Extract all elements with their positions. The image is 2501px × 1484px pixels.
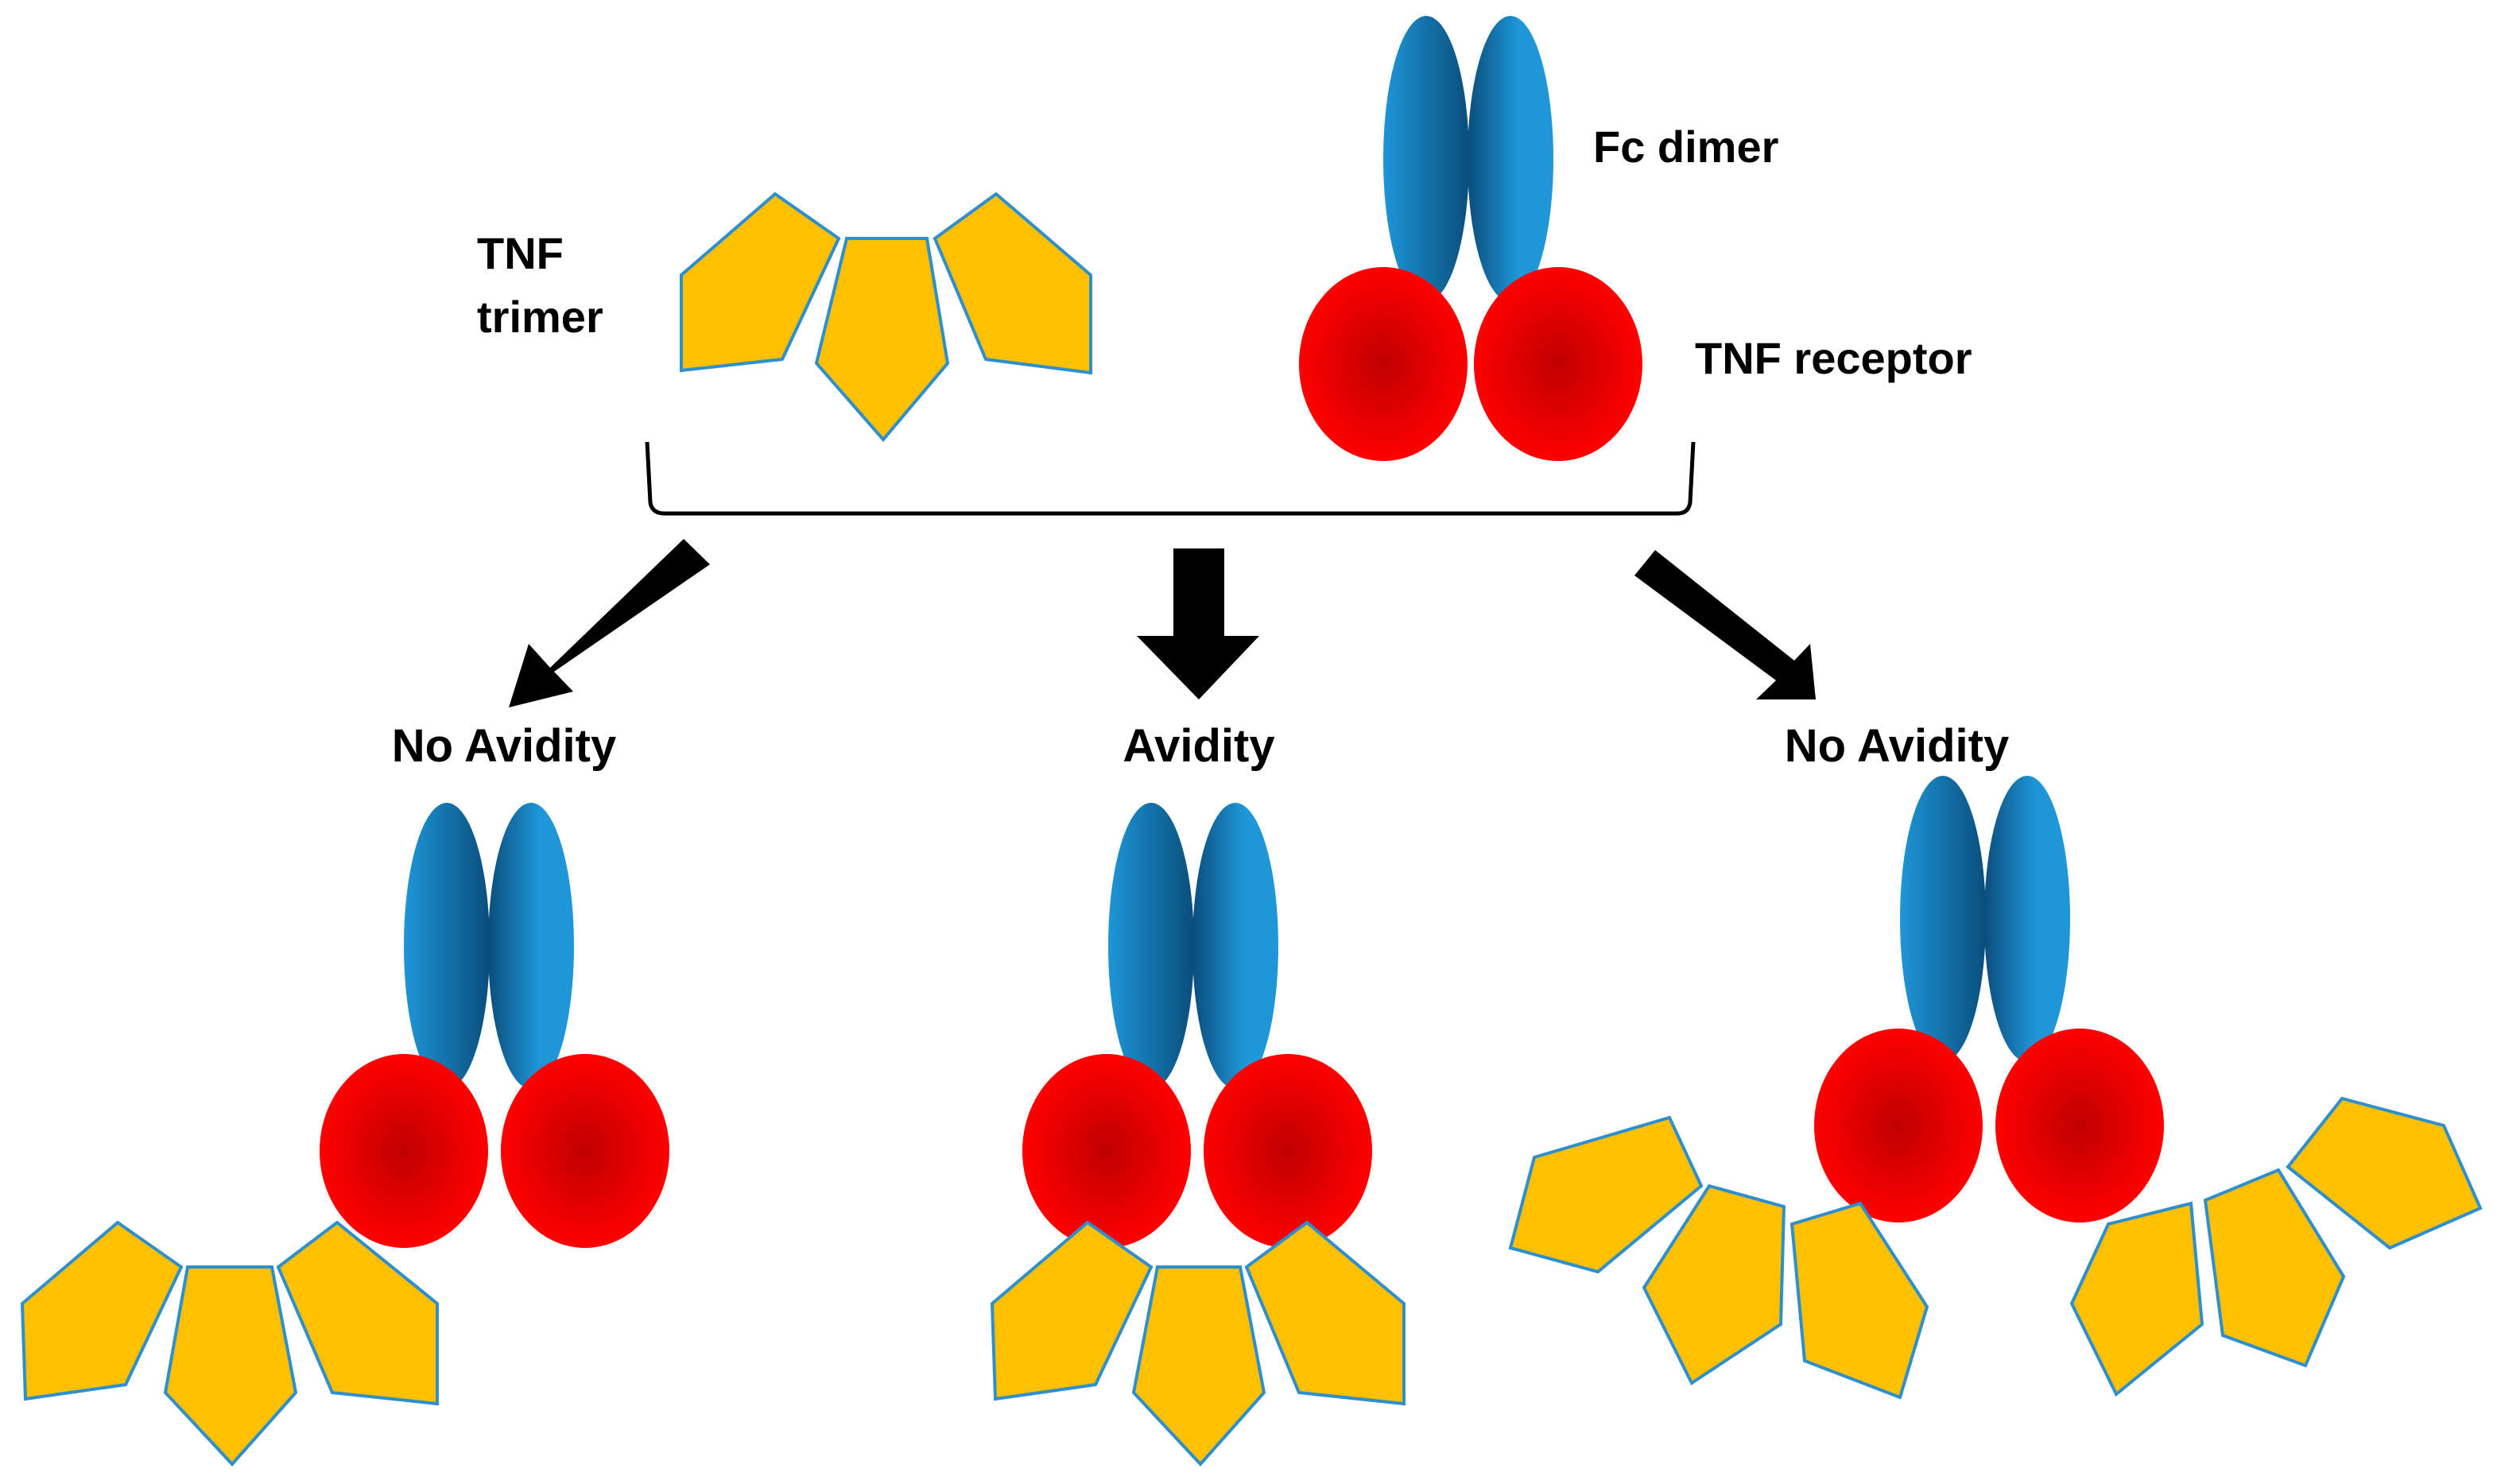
tnf-receptor — [1022, 1054, 1191, 1248]
tnf-trimer — [20, 1220, 439, 1467]
fc-domain — [1108, 803, 1194, 1089]
tnf-subunit — [2203, 1168, 2346, 1368]
arrow-center — [1137, 548, 1259, 699]
tnf-subunit — [1508, 1115, 1704, 1274]
tnf-trimer — [2069, 1096, 2483, 1397]
complex-right — [1508, 776, 2483, 1400]
tnf-receptor — [1995, 1029, 2164, 1222]
outcome-label-right: No Avidity — [1785, 720, 2010, 772]
tnf-subunit — [1789, 1201, 1929, 1400]
tnf-subunit — [1642, 1184, 1786, 1385]
combine-bracket — [645, 441, 1696, 516]
tnf-receptor — [501, 1054, 669, 1248]
tnf-trimer-label-line1: TNF — [477, 228, 564, 278]
fc-domain — [488, 803, 574, 1089]
tnf-receptor — [1474, 267, 1642, 461]
tnf-subunit — [1244, 1220, 1406, 1406]
fc-domain — [1383, 16, 1469, 302]
tnf-subunit — [814, 237, 950, 443]
fc-domain — [1192, 803, 1278, 1089]
tnf-subunit — [276, 1220, 439, 1406]
complex-left — [20, 803, 669, 1467]
fc-receptor-complex — [1299, 16, 1642, 461]
fc-domain — [1468, 16, 1553, 302]
tnf-subunit — [163, 1265, 298, 1467]
tnf-receptor-label: TNF receptor — [1695, 333, 1972, 383]
outcome-label-left: No Avidity — [392, 720, 617, 772]
tnf-trimer — [680, 192, 1092, 443]
tnf-receptor — [1814, 1029, 1983, 1222]
tnf-receptor — [1299, 267, 1468, 461]
fc-dimer-label: Fc dimer — [1593, 122, 1778, 172]
tnf-subunit — [990, 1220, 1154, 1401]
complex-center — [990, 803, 1406, 1467]
tnf-subunit — [2286, 1096, 2483, 1250]
tnf-subunit — [2069, 1201, 2204, 1397]
arrow-right — [1634, 550, 1816, 699]
tnf-subunit — [933, 192, 1092, 375]
tnf-subunit — [680, 192, 841, 373]
tnf-subunit — [20, 1220, 184, 1401]
arrow-left — [509, 539, 710, 707]
tnf-subunit — [1131, 1265, 1266, 1467]
fc-domain — [404, 803, 490, 1089]
tnf-trimer-label-line2: trimer — [477, 292, 603, 342]
tnf-receptor — [1204, 1054, 1372, 1248]
fc-domain — [1900, 776, 1986, 1062]
fc-domain — [1984, 776, 2070, 1062]
tnf-trimer — [990, 1220, 1406, 1467]
tnf-receptor — [320, 1054, 488, 1248]
tnf-trimer — [1508, 1115, 1929, 1400]
outcome-label-center: Avidity — [1123, 720, 1274, 772]
